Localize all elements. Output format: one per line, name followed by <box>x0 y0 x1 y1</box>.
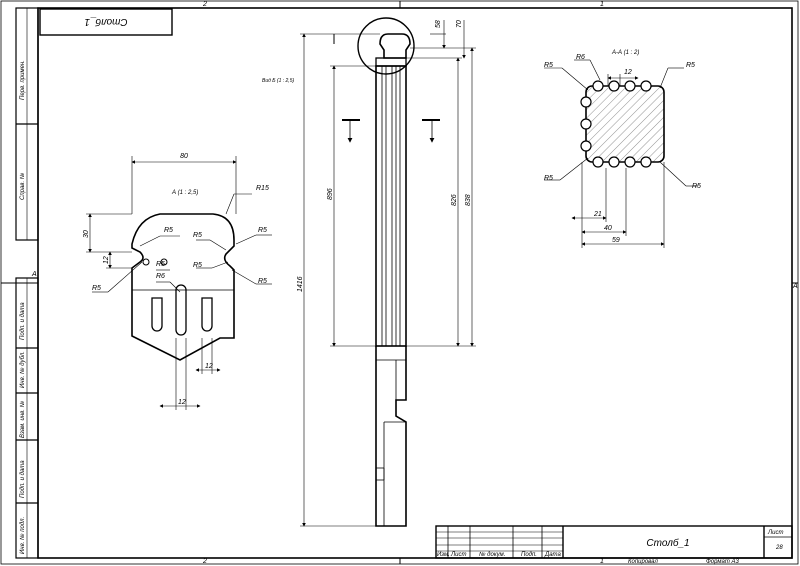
column-data: Дата <box>544 552 561 558</box>
dim-30: 30 <box>83 230 90 238</box>
dim-838: 838 <box>465 194 472 206</box>
radius-r5-f: R5 <box>258 278 267 285</box>
radius-r5-tr: R5 <box>686 62 695 69</box>
radius-r5-bl: R5 <box>544 175 553 182</box>
dim-58: 58 <box>435 20 442 28</box>
radius-r15: R15 <box>256 185 269 192</box>
zone-mark-left: A <box>31 271 37 278</box>
section-cut-marks <box>342 119 440 143</box>
column-podp: Подп. <box>521 552 537 558</box>
left-view-label: А (1 : 2,5) <box>171 190 198 196</box>
dim-12-bottom-a: 12 <box>205 363 213 370</box>
dim-826: 826 <box>451 194 458 206</box>
title-block-columns: Изм. Лист № докум. Подп. Дата <box>437 551 561 558</box>
left-view-radii: R15 R5 R5 R5 R5 R5 R6 R5 R5 <box>92 185 269 292</box>
dim-21: 21 <box>593 211 602 218</box>
section-view-radii: R5 R6 R5 R5 R5 <box>544 54 701 190</box>
strip-label-podp-data-2: Подп. и дата <box>20 460 26 498</box>
strip-label-vzam-inv: Взам. инв. № <box>19 400 26 438</box>
center-view-dimlines <box>300 20 476 527</box>
strip-label-perv-primen: Перв. примен. <box>20 60 26 100</box>
dim-40: 40 <box>604 225 612 232</box>
dim-12-bottom-b: 12 <box>178 399 186 406</box>
dim-12-left: 12 <box>103 256 110 264</box>
strip-label-podp-data-1: Подп. и дата <box>20 302 26 340</box>
dim-80: 80 <box>180 153 188 160</box>
title-block <box>435 525 793 559</box>
zone-mark-top-left: 2 <box>202 1 207 8</box>
dim-1416: 1416 <box>297 276 304 292</box>
radius-r5-tl: R5 <box>544 62 553 69</box>
radius-r5-c: R5 <box>258 227 267 234</box>
dim-70: 70 <box>456 20 463 28</box>
strip-label-inv-podl: Инв. № подл. <box>19 517 26 554</box>
left-view-dimlines <box>86 156 272 410</box>
post-body <box>357 17 415 527</box>
column-izm: Изм. <box>437 552 450 558</box>
column-list: Лист <box>450 552 466 558</box>
copied-by: Копировал <box>628 559 658 565</box>
radius-r5-d: R5 <box>156 261 165 268</box>
radius-r5-a: R5 <box>164 227 173 234</box>
radius-r5-br: R5 <box>692 183 701 190</box>
left-strip-labels: Перв. примен. Справ. № Подп. и дата Инв.… <box>19 60 26 554</box>
zone-mark-right: A <box>792 283 798 290</box>
mirrored-title-box: Столб_1 <box>39 8 173 36</box>
left-strip <box>15 7 39 559</box>
dim-12-section: 12 <box>624 69 632 76</box>
radius-r5-e: R5 <box>193 262 202 269</box>
sheet-number: 28 <box>775 545 783 551</box>
zone-mark-top-right: 1 <box>600 1 604 8</box>
strip-label-sprav-no: Справ. № <box>19 172 26 200</box>
center-view-label: Вид Б (1 : 2,5) <box>262 78 294 84</box>
sheet-label: Лист <box>767 530 783 536</box>
radius-r5-b: R5 <box>193 232 202 239</box>
radius-r6-top: R6 <box>576 54 585 61</box>
dim-59: 59 <box>612 237 620 244</box>
format-label: Формат A3 <box>706 559 739 565</box>
dim-896: 896 <box>327 188 334 200</box>
section-view-label: А-А (1 : 2) <box>611 50 639 56</box>
zone-mark-bottom-right: 1 <box>600 558 604 565</box>
radius-r6: R6 <box>156 273 165 280</box>
radius-r5-g: R5 <box>92 285 101 292</box>
section-view-dimlines <box>544 59 698 248</box>
column-no-dokum: № докум. <box>479 551 505 558</box>
section-view-shape <box>580 80 665 168</box>
mirrored-title: Столб_1 <box>84 16 127 28</box>
title-block-name: Столб_1 <box>646 537 689 549</box>
left-view-shape <box>131 213 235 361</box>
zone-mark-bottom-left: 2 <box>202 558 207 565</box>
strip-label-inv-dubl: Инв. № дубл. <box>19 351 26 388</box>
